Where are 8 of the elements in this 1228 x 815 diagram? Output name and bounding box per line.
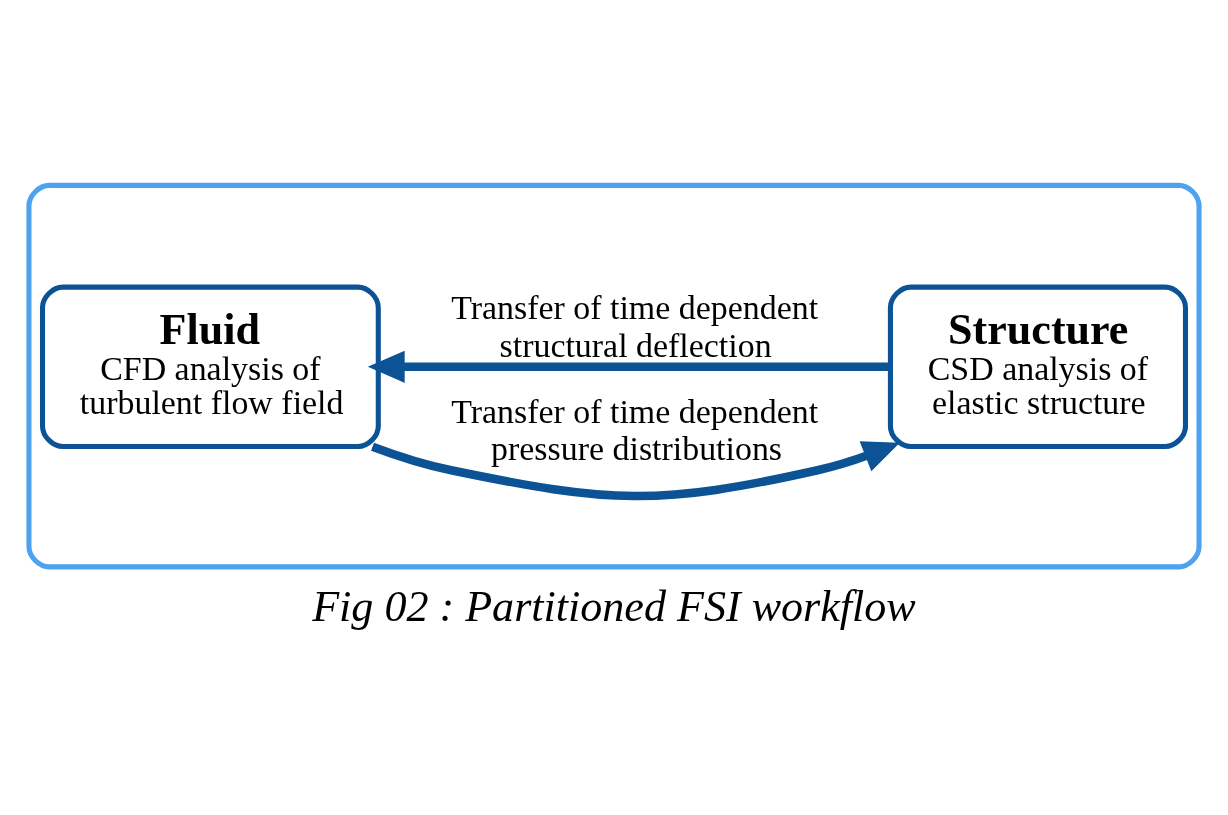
- arrow: [371, 441, 900, 501]
- caption: Fig 02 : Partitioned FSI workflow: [312, 581, 916, 631]
- arrow: [367, 350, 891, 383]
- cluster: [26, 182, 1202, 570]
- node-box: Fluid CFD analysis of turbulent flow field: [39, 284, 381, 450]
- edge-label: Transfer of time dependent structural deflection: [451, 289, 819, 364]
- edge-label: Transfer of time dependent pressure distributions: [451, 392, 819, 468]
- node-box: Structure CSD analysis of elastic structure: [887, 284, 1189, 450]
